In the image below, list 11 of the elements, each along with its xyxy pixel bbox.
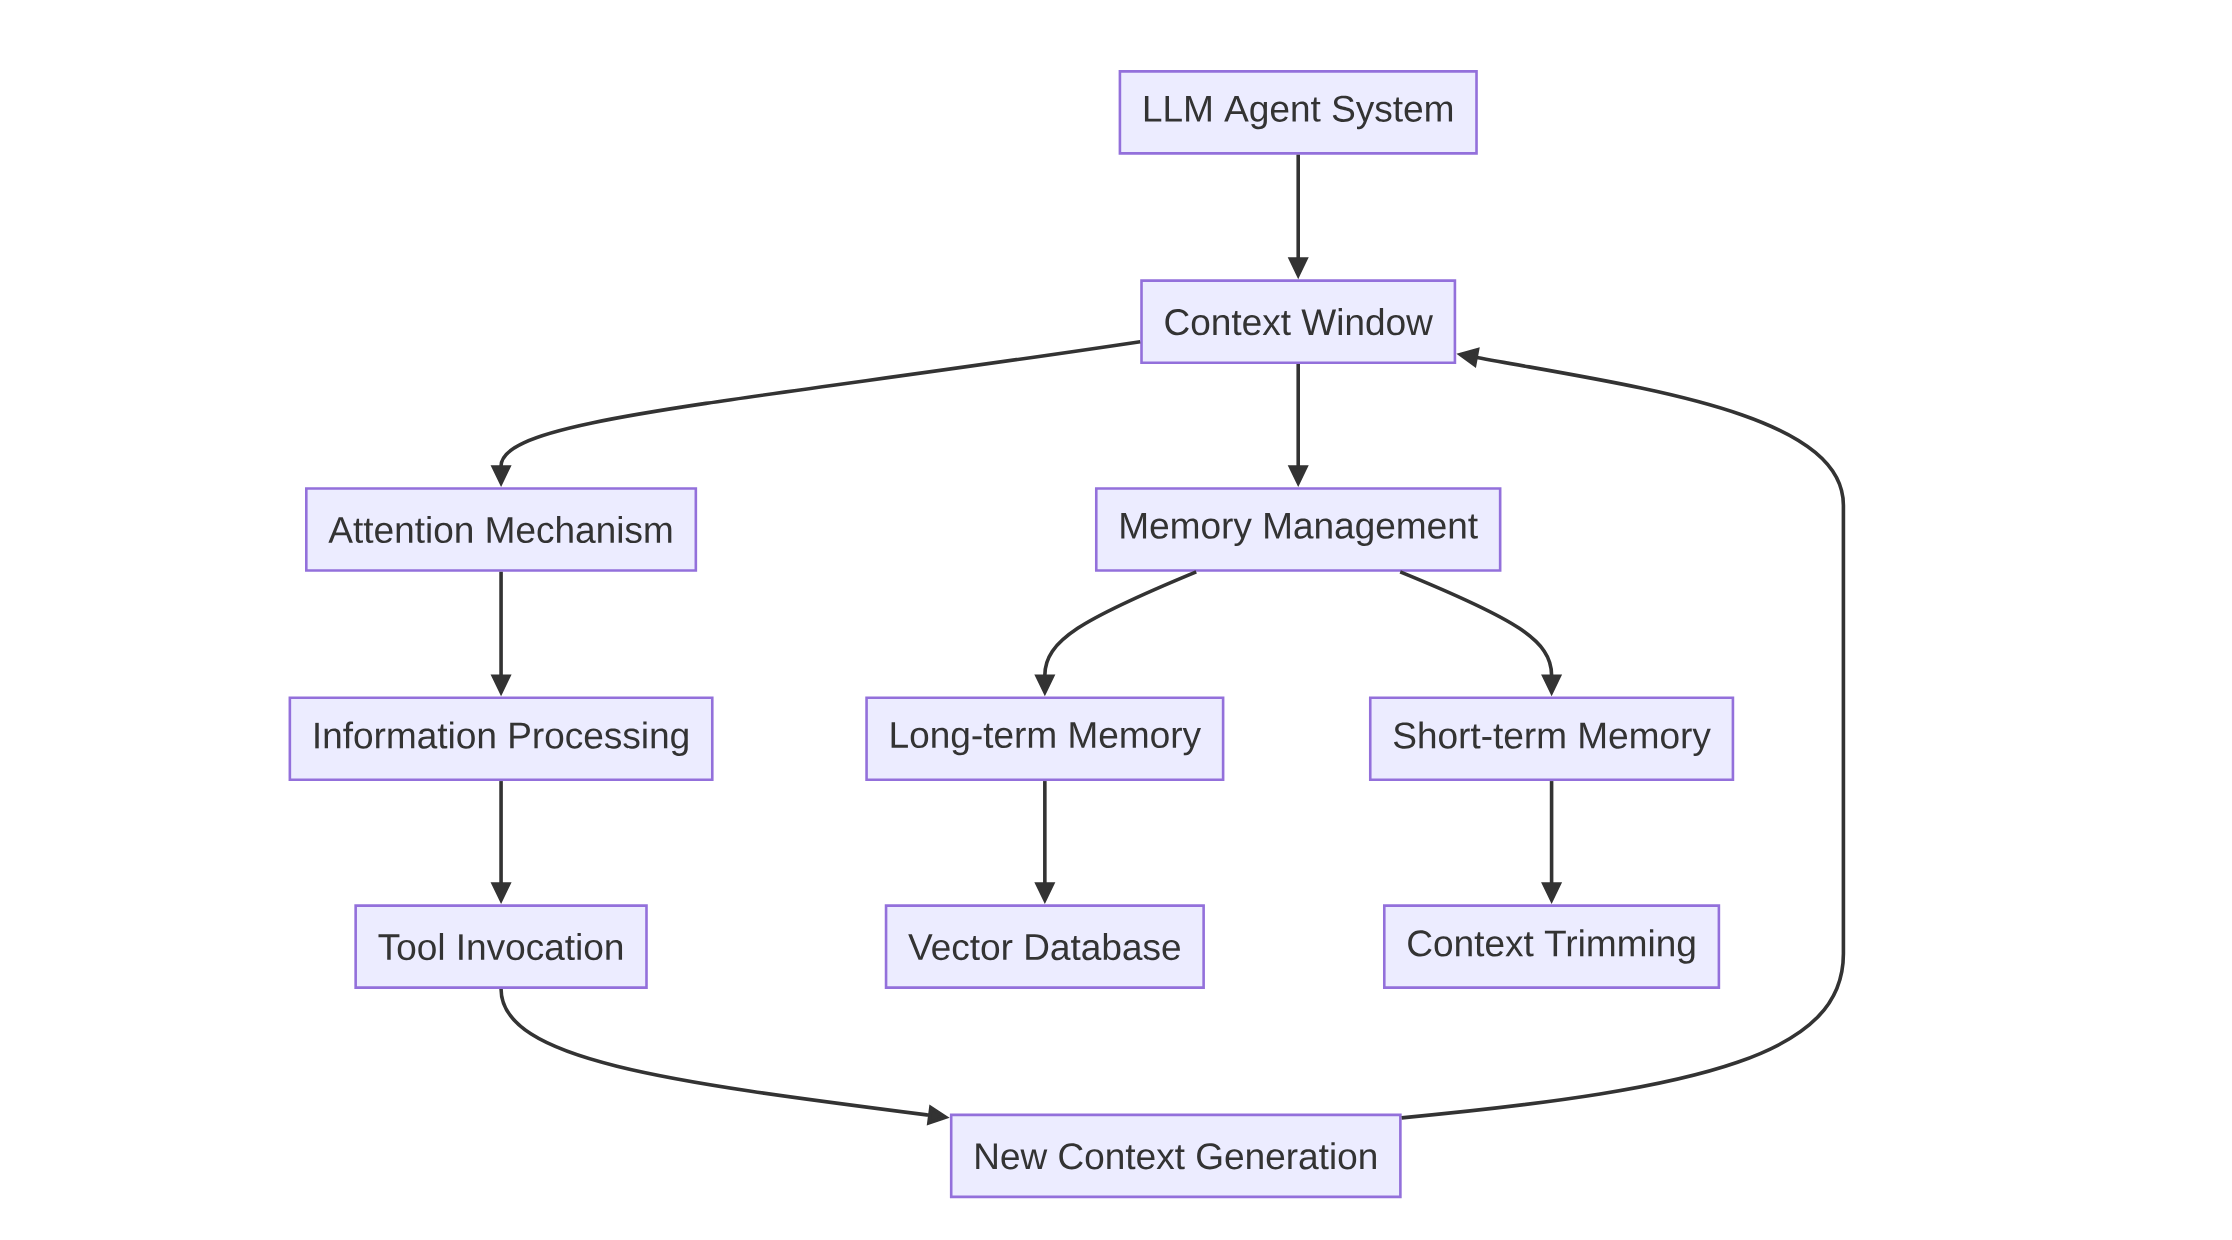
process-box: Context Window (1140, 279, 1457, 365)
process-box: New Context Generation (949, 1113, 1402, 1199)
process-box: LLM Agent System (1118, 70, 1478, 155)
process-box: Context Trimming (1383, 904, 1721, 989)
process-box: Long-term Memory (865, 696, 1225, 782)
process-box: Attention Mechanism (305, 487, 698, 572)
process-box: Short-term Memory (1368, 696, 1735, 782)
process-box: Tool Invocation (354, 904, 648, 989)
process-box: Information Processing (288, 696, 714, 782)
process-box: Memory Management (1094, 487, 1502, 572)
process-box: Vector Database (884, 904, 1205, 989)
